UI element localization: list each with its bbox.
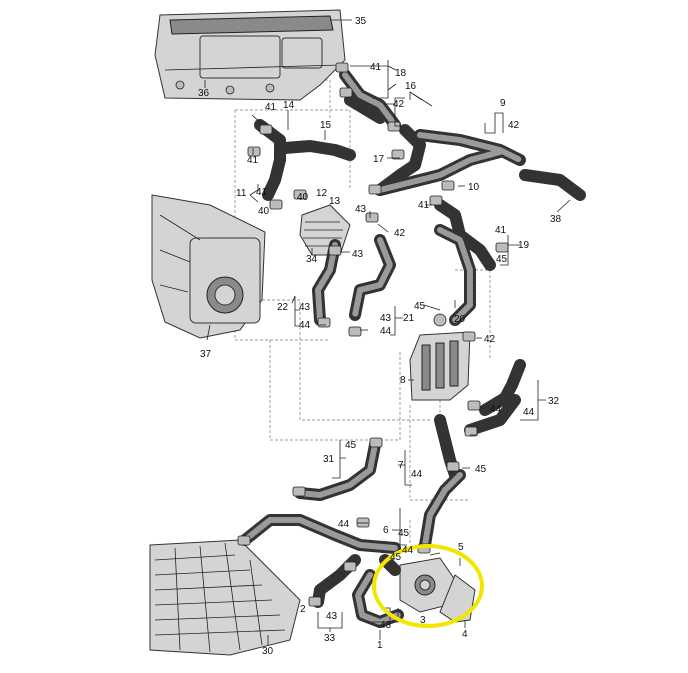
callout-32: 32 [548, 396, 560, 407]
callout-41: 41 [247, 155, 259, 166]
callout-45: 45 [390, 552, 402, 563]
callout-44: 44 [523, 407, 535, 418]
engine-block [154, 9, 346, 101]
callout-44: 44 [338, 519, 350, 530]
highlight-ring [372, 544, 484, 628]
callout-38: 38 [550, 214, 562, 225]
callout-13: 13 [329, 196, 341, 207]
callout-44: 44 [411, 469, 423, 480]
callout-17: 17 [373, 154, 385, 165]
callout-9: 9 [500, 98, 506, 109]
callout-11: 11 [236, 188, 247, 199]
callout-44: 44 [402, 545, 414, 556]
callout-41: 41 [256, 187, 268, 198]
callout-19: 19 [518, 240, 530, 251]
callout-41: 41 [495, 225, 507, 236]
callout-43: 43 [326, 611, 338, 622]
battery-module [149, 539, 301, 656]
callout-14: 14 [283, 100, 295, 111]
leader-lines [204, 19, 571, 645]
callout-22: 22 [277, 302, 289, 313]
callout-7: 7 [398, 460, 404, 471]
callout-21: 21 [403, 313, 415, 324]
callout-6: 6 [383, 525, 389, 536]
callout-16: 16 [405, 81, 417, 92]
callout-42: 42 [394, 228, 406, 239]
callout-43: 43 [380, 313, 392, 324]
callout-2: 2 [300, 604, 306, 615]
distributor-block [409, 313, 471, 401]
callout-37: 37 [200, 349, 212, 360]
callout-42: 42 [393, 99, 405, 110]
callout-36: 36 [198, 88, 210, 99]
callout-15: 15 [320, 120, 332, 131]
callout-40: 40 [258, 206, 270, 217]
callout-34: 34 [306, 254, 318, 265]
hoses [239, 69, 586, 628]
coolant-pump [399, 557, 476, 623]
callout-41: 41 [370, 62, 382, 73]
callout-12: 12 [316, 188, 328, 199]
callout-42: 42 [484, 334, 496, 345]
callout-44: 44 [490, 404, 502, 415]
hose-clamps [237, 62, 509, 607]
callout-10: 10 [468, 182, 480, 193]
callout-45: 45 [345, 440, 357, 451]
callout-44: 44 [299, 320, 311, 331]
callout-1: 1 [377, 640, 383, 651]
callout-33: 33 [324, 633, 336, 644]
callout-40: 40 [297, 192, 309, 203]
callout-8: 8 [400, 375, 406, 386]
callout-42: 42 [508, 120, 520, 131]
callout-labels: 35 36 41 18 16 42 9 42 41 14 15 17 41 11… [198, 16, 562, 657]
callout-30: 30 [262, 646, 274, 657]
callout-45: 45 [398, 528, 410, 539]
callout-43: 43 [355, 204, 367, 215]
callout-5: 5 [458, 542, 464, 553]
callout-44: 44 [380, 326, 392, 337]
callout-20: 20 [454, 314, 466, 325]
callout-43: 43 [299, 302, 311, 313]
callout-41: 41 [418, 200, 430, 211]
oil-cooler [299, 204, 351, 256]
callout-18: 18 [395, 68, 407, 79]
callout-43: 43 [352, 249, 364, 260]
callout-41: 41 [265, 102, 277, 113]
callout-45: 45 [496, 254, 508, 265]
callout-35: 35 [355, 16, 367, 27]
callout-4: 4 [462, 629, 468, 640]
callout-31: 31 [323, 454, 335, 465]
callout-3: 3 [420, 615, 426, 626]
gearbox [151, 194, 266, 339]
callout-45: 45 [475, 464, 487, 475]
callout-43: 43 [380, 620, 392, 631]
callout-45: 45 [414, 301, 426, 312]
